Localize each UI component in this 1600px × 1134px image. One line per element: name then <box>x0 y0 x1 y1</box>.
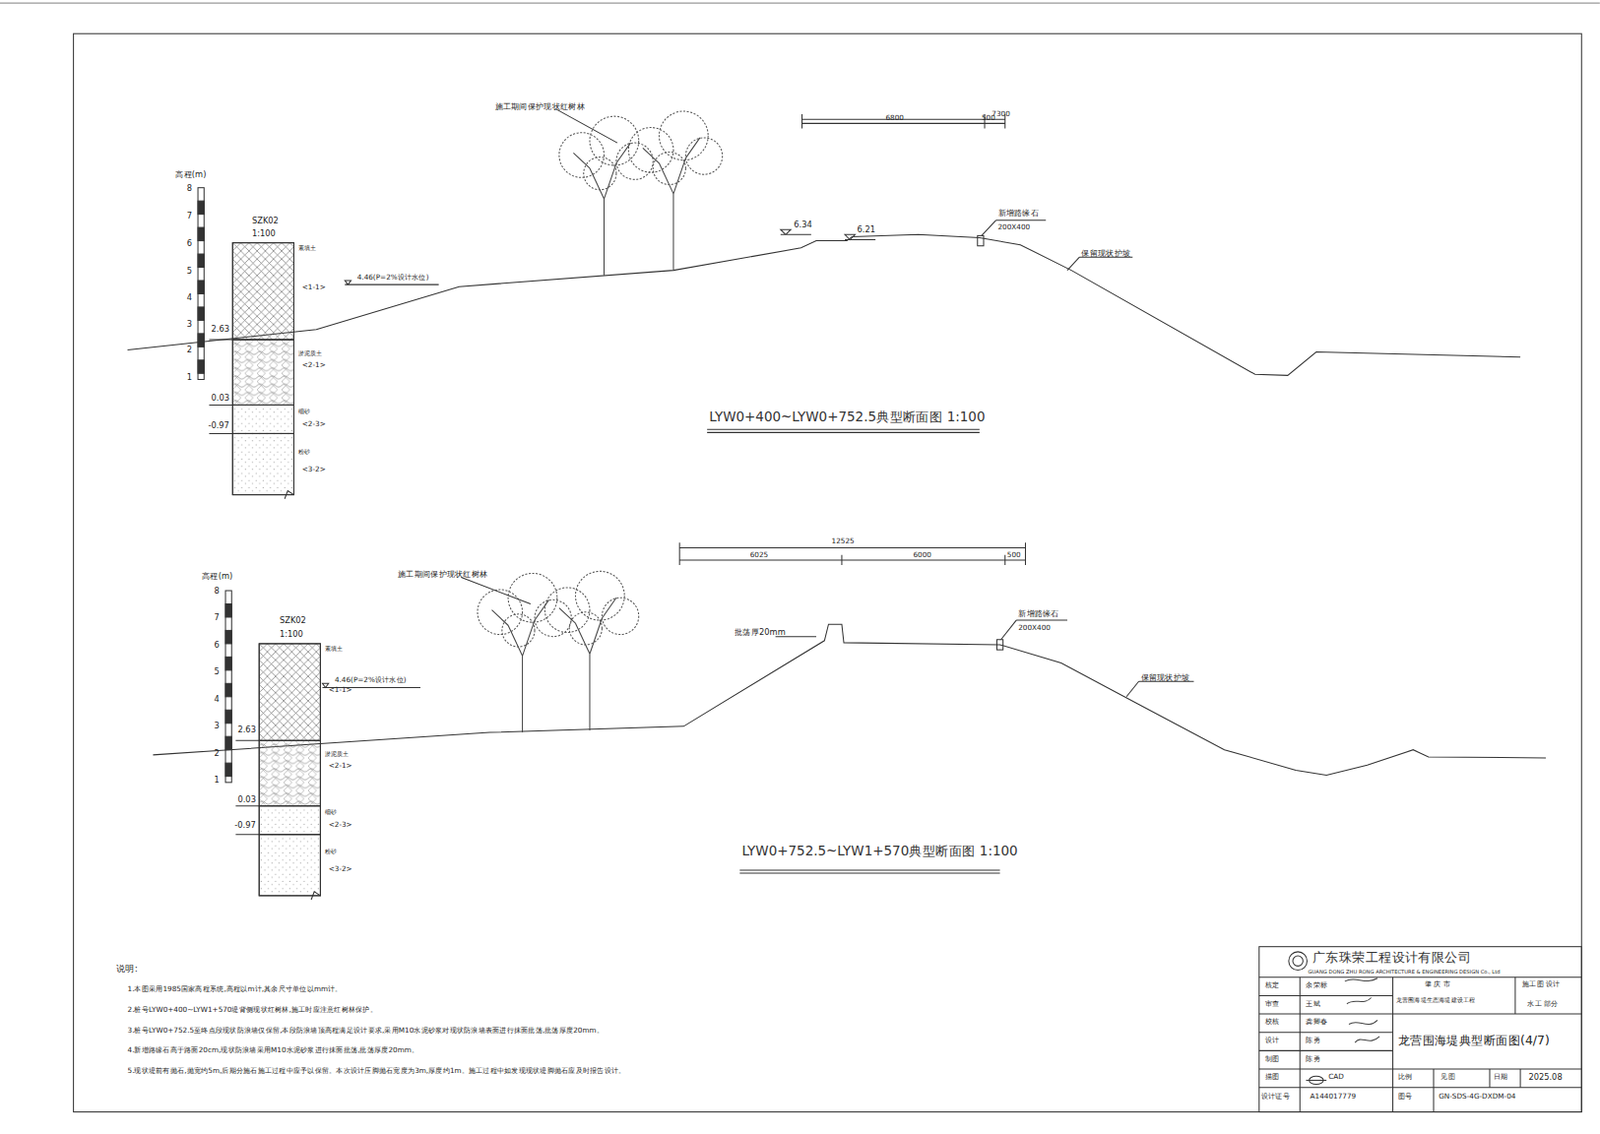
drawing-label: 核定 <box>1265 981 1280 990</box>
drawing-label: 7 <box>187 211 192 222</box>
drawing-label: 2 <box>187 344 192 355</box>
drawing-label: GN-SDS-4G-DXDM-04 <box>1438 1092 1516 1101</box>
drawing-label: <2-3> <box>302 420 326 429</box>
drawing-label: <1-1> <box>302 283 326 292</box>
drawing-label: 王斌 <box>1305 1000 1321 1009</box>
drawing-label: 4.新增路缘石高于路面20cm,现状防浪墙采用M10水泥砂浆进行抹面批荡,批荡厚… <box>128 1046 420 1055</box>
drawing-label: 1:100 <box>279 629 304 640</box>
drawing-label: 6 <box>187 238 192 249</box>
drawing-label: 0.03 <box>237 794 256 805</box>
drawing-label: 500 <box>1007 551 1022 560</box>
drawing-label: 12525 <box>832 537 855 546</box>
drawing-label: 粉砂 <box>298 448 311 456</box>
drawing-label: SZK02 <box>279 616 307 627</box>
drawing-label: 龙营围海堤典型断面图(4/7) <box>1398 1034 1550 1049</box>
drawing-label: 设计 <box>1265 1036 1280 1045</box>
drawing-label: 广东珠荣工程设计有限公司 <box>1312 951 1472 966</box>
drawing-label: 保留现状护坡 <box>1081 249 1131 259</box>
drawing-label: 描图 <box>1265 1073 1280 1082</box>
drawing-label: 6 <box>214 640 220 651</box>
drawing-label: 1.本图采用1985国家高程系统,高程以m计,其余尺寸单位以mm计。 <box>128 985 343 994</box>
drawing-label: LYW0+752.5~LYW1+570典型断面图 1:100 <box>741 844 1018 860</box>
drawing-label: 5 <box>214 667 220 678</box>
drawing-label: LYW0+400~LYW0+752.5典型断面图 1:100 <box>708 410 985 426</box>
drawing-label: 批荡厚20mm <box>734 627 786 638</box>
drawing-label: 1:100 <box>252 229 276 240</box>
drawing-label: 细砂 <box>298 408 311 416</box>
drawing-label: 3.桩号LYW0+752.5至终点段现状防浪墙仅保留,本段防浪墙顶高程满足设计要… <box>128 1026 604 1035</box>
drawing-label: 陈勇 <box>1305 1055 1321 1064</box>
drawing-label: 1 <box>187 372 192 383</box>
drawing-label: 2.桩号LYW0+400~LYW1+570堤背侧现状红树林,施工时应注意红树林保… <box>128 1006 378 1015</box>
drawing-label: 2025.08 <box>1528 1073 1562 1084</box>
drawing-label: 见图 <box>1440 1073 1456 1082</box>
drawing-label: 6025 <box>750 551 768 560</box>
drawing-label: 3 <box>214 721 220 732</box>
drawing-label: 陈勇 <box>1305 1036 1321 1045</box>
drawing-label: 5 <box>187 265 192 276</box>
drawing-label: 日期 <box>1493 1073 1509 1082</box>
drawing-label: 素填土 <box>324 645 344 653</box>
drawing-label: 保留现状护坡 <box>1141 673 1191 684</box>
drawing-label: 1 <box>214 775 220 786</box>
drawing-label: <2-1> <box>302 361 326 370</box>
drawing-label: 7 <box>214 613 220 624</box>
drawing-label: 说明: <box>116 962 138 974</box>
drawing-label: 6.21 <box>856 225 875 236</box>
drawing-label: 3 <box>187 319 192 329</box>
drawing-label: 200X400 <box>998 223 1031 232</box>
drawing-label: 设计证号 <box>1261 1092 1290 1101</box>
drawing-label: 素填土 <box>298 245 318 253</box>
drawing-label: 龚卿春 <box>1305 1018 1328 1026</box>
drawing-label: 淤泥质土 <box>324 751 350 759</box>
drawing-label: 2.63 <box>237 725 256 736</box>
drawing-label: 细砂 <box>324 809 337 817</box>
drawing-label: <3-2> <box>328 865 353 874</box>
drawing-label: 校核 <box>1265 1018 1280 1026</box>
drawing-label: 200X400 <box>1018 624 1051 633</box>
drawing-label: 4.46(P=2%设计水位) <box>334 676 407 685</box>
drawing-label: 6800 <box>886 114 904 123</box>
drawing-label: A144017779 <box>1310 1092 1357 1101</box>
drawing-label: 2.63 <box>211 324 230 335</box>
drawing-label: <3-2> <box>302 465 326 474</box>
drawing-label: 施工期间保护现状红树林 <box>495 102 585 113</box>
drawing-label: 4 <box>187 292 192 303</box>
drawing-label: <2-3> <box>328 821 353 830</box>
drawing-label: 8 <box>214 586 220 597</box>
drawing-label: 0.03 <box>211 393 230 404</box>
drawing-label: CAD <box>1328 1073 1344 1082</box>
drawing-label: <1-1> <box>328 685 353 694</box>
drawing-label: 比例 <box>1398 1073 1413 1082</box>
drawing-label: -0.97 <box>234 821 256 832</box>
drawing-label: 淤泥质土 <box>298 349 323 357</box>
drawing-label: 余荣标 <box>1305 981 1328 990</box>
drawing-label: GUANG DONG ZHU RONG ARCHITECTURE & ENGIN… <box>1308 968 1501 975</box>
drawing-label: 龙营围海堤生态海堤建设工程 <box>1396 996 1476 1004</box>
drawing-label: 新增路缘石 <box>1018 609 1059 620</box>
drawing-label: 500 <box>981 114 996 123</box>
drawing-label: 水工 部分 <box>1527 1000 1558 1009</box>
drawing-label: 审查 <box>1265 1000 1280 1009</box>
drawing-label: 施工期间保护现状红树林 <box>397 569 488 579</box>
drawing-label: 6.34 <box>793 220 812 231</box>
drawing-label: -0.97 <box>207 421 229 432</box>
drawing-label: 图号 <box>1398 1092 1413 1101</box>
drawing-label: 4.46(P=2%设计水位) <box>357 273 430 282</box>
drawing-label: 5.现状堤前有抛石,抛宽约5m,后期分施石施工过程中应予以保留。本次设计压脚抛石… <box>128 1067 627 1076</box>
drawing-label: 施工图 设计 <box>1522 980 1561 989</box>
drawing-label: 2 <box>214 749 220 760</box>
drawing-label: 6000 <box>912 551 931 560</box>
drawing-label: 高程(m) <box>175 170 206 181</box>
drawing-label: <2-1> <box>328 762 353 770</box>
drawing-label: 4 <box>214 695 220 705</box>
drawing-label: SZK02 <box>252 216 279 227</box>
drawing-label: 高程(m) <box>201 571 233 581</box>
drawing-label: 肇 庆 市 <box>1424 980 1451 989</box>
drawing-label: 制图 <box>1265 1055 1280 1064</box>
drawing-label: 8 <box>187 184 192 194</box>
drawing-label: 粉砂 <box>324 848 337 856</box>
drawing-label: 新增路缘石 <box>998 207 1039 218</box>
